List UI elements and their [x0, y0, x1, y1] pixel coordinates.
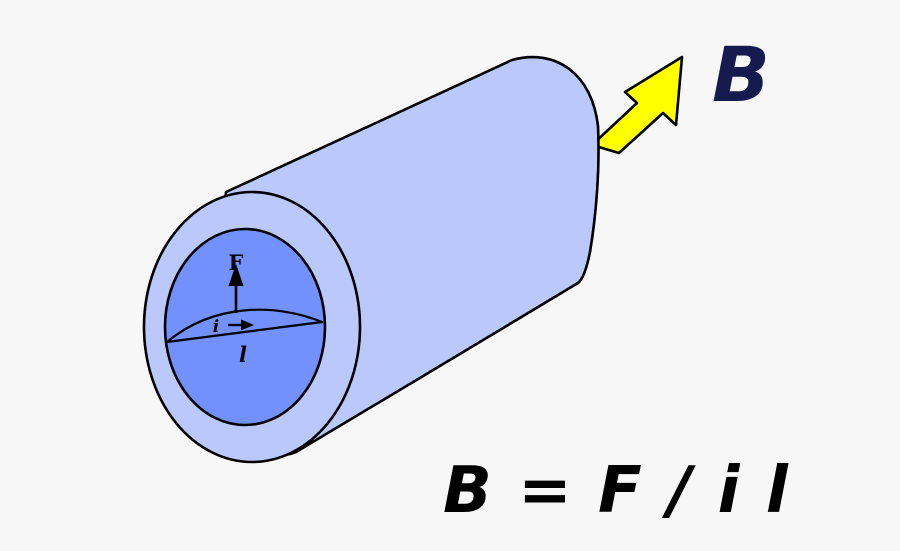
tube-far-cap-edge — [510, 56, 600, 285]
length-label: l — [239, 342, 247, 367]
tube-near-end-group — [142, 190, 362, 464]
current-arrow-right — [228, 319, 254, 331]
cross-section-arc — [165, 308, 324, 344]
length-chord-line — [165, 320, 324, 344]
field-arrow-shape — [590, 55, 684, 155]
current-label: i — [213, 317, 219, 337]
cross-section-markings — [165, 308, 324, 344]
field-arrow-yellow — [590, 55, 684, 155]
field-label-b: B — [712, 30, 770, 119]
force-label: F — [229, 250, 244, 275]
force-arrow-head — [228, 264, 244, 286]
formula-expression: B = F / i l — [443, 454, 790, 528]
current-arrow-head — [241, 319, 254, 331]
force-arrow-up — [228, 264, 244, 313]
